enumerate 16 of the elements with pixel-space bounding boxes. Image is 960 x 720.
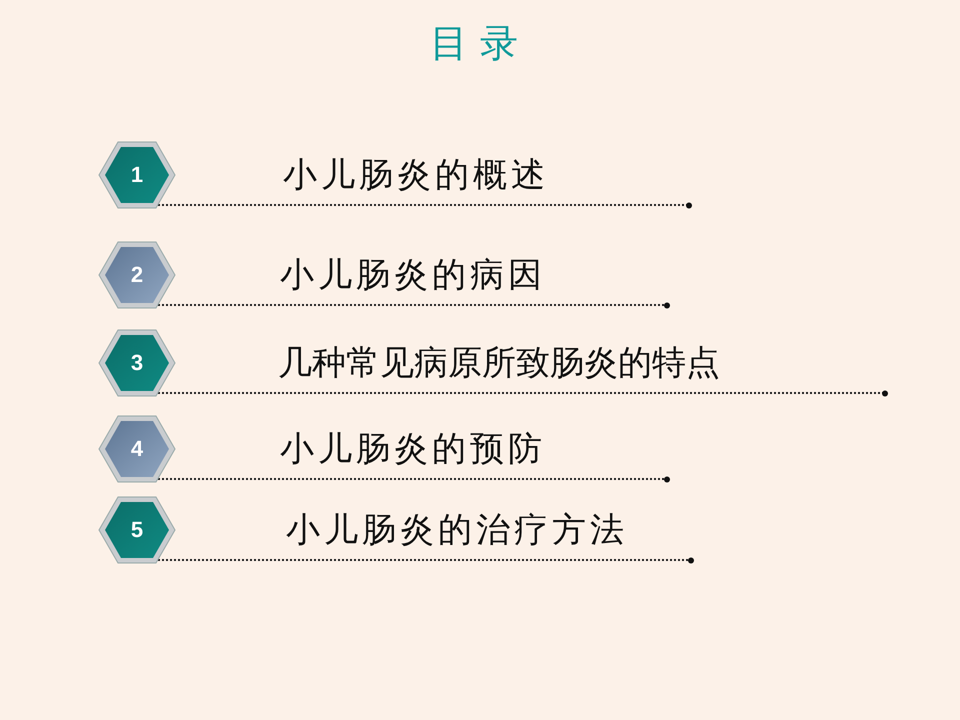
number-hexagon — [98, 240, 176, 310]
contents-entry: 小儿肠炎的概述 — [283, 154, 549, 197]
item-number: 5 — [130, 516, 144, 544]
number-hexagon — [98, 414, 176, 484]
slide-title: 目录 — [429, 20, 531, 67]
item-number: 4 — [130, 435, 144, 463]
item-number: 1 — [130, 161, 144, 189]
contents-entry: 小儿肠炎的病因 — [280, 254, 546, 297]
number-hexagon — [98, 495, 176, 565]
contents-entry: 几种常见病原所致肠炎的特点 — [278, 342, 720, 385]
number-hexagon — [98, 328, 176, 398]
contents-entry: 小儿肠炎的预防 — [280, 428, 546, 471]
contents-entry: 小儿肠炎的治疗方法 — [286, 509, 628, 552]
number-hexagon — [98, 140, 176, 210]
item-number: 3 — [130, 349, 144, 377]
item-number: 2 — [130, 261, 144, 289]
